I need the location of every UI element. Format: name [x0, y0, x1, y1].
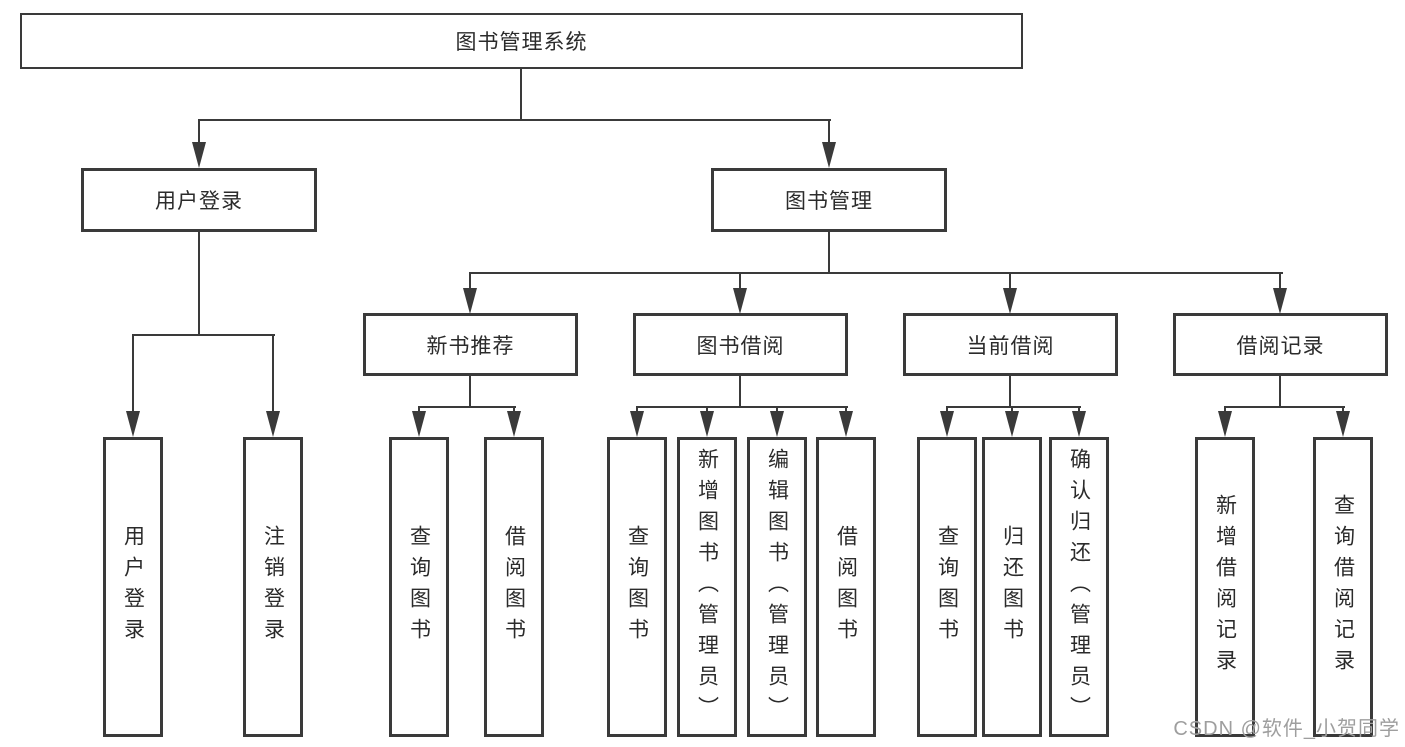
node-leaf-add-borrow-record: 新增借阅记录 [1195, 437, 1255, 737]
connector-line [132, 334, 134, 414]
node-label: 确认归还（管理员） [1067, 447, 1091, 727]
node-label: 注销登录 [261, 525, 285, 649]
connector-line [1224, 406, 1345, 408]
node-leaf-user-login: 用户登录 [103, 437, 163, 737]
connector-line [1009, 272, 1011, 290]
node-current-borrowing: 当前借阅 [903, 313, 1118, 376]
node-leaf-confirm-return-admin: 确认归还（管理员） [1049, 437, 1109, 737]
node-label: 借阅图书 [502, 525, 526, 649]
node-leaf-add-books-admin: 新增图书（管理员） [677, 437, 737, 737]
arrowhead-down-icon [1003, 288, 1017, 314]
node-label: 当前借阅 [966, 334, 1055, 358]
arrowhead-down-icon [507, 411, 521, 437]
node-label: 新增图书（管理员） [695, 447, 719, 727]
connector-line [1279, 272, 1281, 290]
node-leaf-query-borrow-record: 查询借阅记录 [1313, 437, 1373, 737]
node-leaf-return-books: 归还图书 [982, 437, 1042, 737]
connector-line [1279, 376, 1281, 408]
arrowhead-down-icon [126, 411, 140, 437]
arrowhead-down-icon [266, 411, 280, 437]
node-label: 借阅图书 [834, 525, 858, 649]
arrowhead-down-icon [1273, 288, 1287, 314]
connector-line [828, 232, 830, 274]
arrowhead-down-icon [412, 411, 426, 437]
node-book-management-system: 图书管理系统 [20, 13, 1023, 69]
arrowhead-down-icon [463, 288, 477, 314]
arrowhead-down-icon [770, 411, 784, 437]
node-label: 查询借阅记录 [1331, 494, 1355, 680]
node-label: 图书管理 [785, 190, 873, 213]
arrowhead-down-icon [1005, 411, 1019, 437]
node-label: 新书推荐 [426, 334, 515, 358]
node-leaf-query-books-borrowing: 查询图书 [607, 437, 667, 737]
connector-line [272, 334, 274, 414]
connector-line [469, 376, 471, 408]
node-book-borrowing: 图书借阅 [633, 313, 848, 376]
node-leaf-edit-books-admin: 编辑图书（管理员） [747, 437, 807, 737]
arrowhead-down-icon [1072, 411, 1086, 437]
connector-line [739, 272, 741, 290]
node-label: 借阅记录 [1236, 334, 1325, 358]
arrowhead-down-icon [630, 411, 644, 437]
arrowhead-down-icon [1218, 411, 1232, 437]
node-leaf-query-books-recommend: 查询图书 [389, 437, 449, 737]
node-label: 归还图书 [1000, 525, 1024, 649]
arrowhead-down-icon [733, 288, 747, 314]
connector-line [828, 119, 830, 145]
node-book-management: 图书管理 [711, 168, 947, 232]
node-leaf-borrow-books: 借阅图书 [816, 437, 876, 737]
node-label: 查询图书 [407, 525, 431, 649]
node-label: 查询图书 [625, 525, 649, 649]
connector-line [469, 272, 1283, 274]
node-user-login: 用户登录 [81, 168, 317, 232]
connector-line [469, 272, 471, 290]
arrowhead-down-icon [940, 411, 954, 437]
connector-line [198, 232, 200, 336]
node-label: 编辑图书（管理员） [765, 447, 789, 727]
connector-line [418, 406, 516, 408]
arrowhead-down-icon [1336, 411, 1350, 437]
node-leaf-borrow-books-recommend: 借阅图书 [484, 437, 544, 737]
node-label: 图书管理系统 [455, 31, 588, 54]
connector-line [1009, 376, 1011, 408]
node-leaf-query-books-current: 查询图书 [917, 437, 977, 737]
connector-line [636, 406, 848, 408]
node-borrowing-records: 借阅记录 [1173, 313, 1388, 376]
node-label: 图书借阅 [696, 334, 785, 358]
arrowhead-down-icon [192, 142, 206, 168]
connector-line [946, 406, 1081, 408]
arrowhead-down-icon [700, 411, 714, 437]
node-label: 新增借阅记录 [1213, 494, 1237, 680]
node-label: 用户登录 [121, 525, 145, 649]
connector-line [198, 119, 200, 145]
node-label: 查询图书 [935, 525, 959, 649]
connector-line [520, 68, 522, 120]
node-label: 用户登录 [155, 190, 243, 213]
connector-line [132, 334, 275, 336]
connector-line [198, 119, 831, 121]
connector-line [739, 376, 741, 408]
arrowhead-down-icon [822, 142, 836, 168]
node-leaf-logout: 注销登录 [243, 437, 303, 737]
watermark-text: CSDN @软件_小贺同学 [1173, 718, 1400, 740]
arrowhead-down-icon [839, 411, 853, 437]
node-new-book-recommendation: 新书推荐 [363, 313, 578, 376]
